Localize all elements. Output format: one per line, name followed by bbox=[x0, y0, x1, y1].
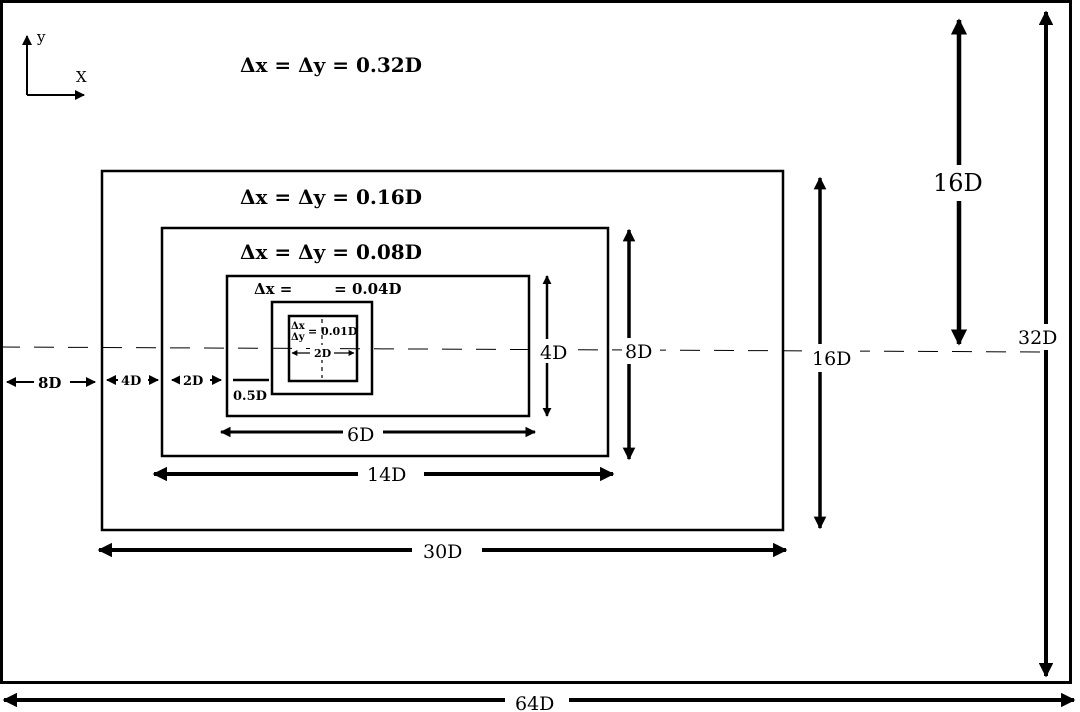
width-total-label: 64D bbox=[515, 693, 554, 712]
resolution-level3-label: Δx = Δy = 0.08D bbox=[240, 240, 422, 264]
resolution-inner-dx: Δx bbox=[291, 321, 306, 332]
resolution-level4-label: Δx = = 0.04D bbox=[254, 280, 401, 298]
gap4-label: 0.5D bbox=[233, 389, 267, 404]
upper-half-label: 16D bbox=[933, 169, 983, 197]
resolution-outer-label: Δx = Δy = 0.32D bbox=[240, 53, 422, 77]
refinement-box-3 bbox=[160, 226, 610, 458]
height-total-label: 32D bbox=[1018, 327, 1057, 349]
box4-width-label: 6D bbox=[347, 424, 374, 446]
inner-width-label: 2D bbox=[314, 347, 332, 360]
box2-width-label: 30D bbox=[423, 541, 462, 563]
axis-y-label: y bbox=[36, 28, 46, 46]
gap2-label: 4D bbox=[121, 374, 141, 389]
gap3-label: 2D bbox=[183, 374, 203, 389]
axis-x-label: X bbox=[76, 68, 87, 86]
resolution-level2-label: Δx = Δy = 0.16D bbox=[240, 185, 422, 209]
box4-height-label: 4D bbox=[540, 342, 567, 364]
gap1-label: 8D bbox=[38, 374, 61, 392]
outer-domain-box bbox=[0, 0, 1072, 684]
resolution-inner-dy: Δy bbox=[291, 332, 306, 343]
box3-width-label: 14D bbox=[367, 464, 406, 486]
box3-height-label: 8D bbox=[625, 341, 652, 363]
refinement-box-4 bbox=[225, 274, 531, 418]
box2-height-label: 16D bbox=[812, 348, 851, 370]
centerline bbox=[0, 346, 1046, 353]
resolution-inner-value: = 0.01D bbox=[308, 325, 358, 338]
coordinate-axes: y X bbox=[22, 28, 87, 100]
